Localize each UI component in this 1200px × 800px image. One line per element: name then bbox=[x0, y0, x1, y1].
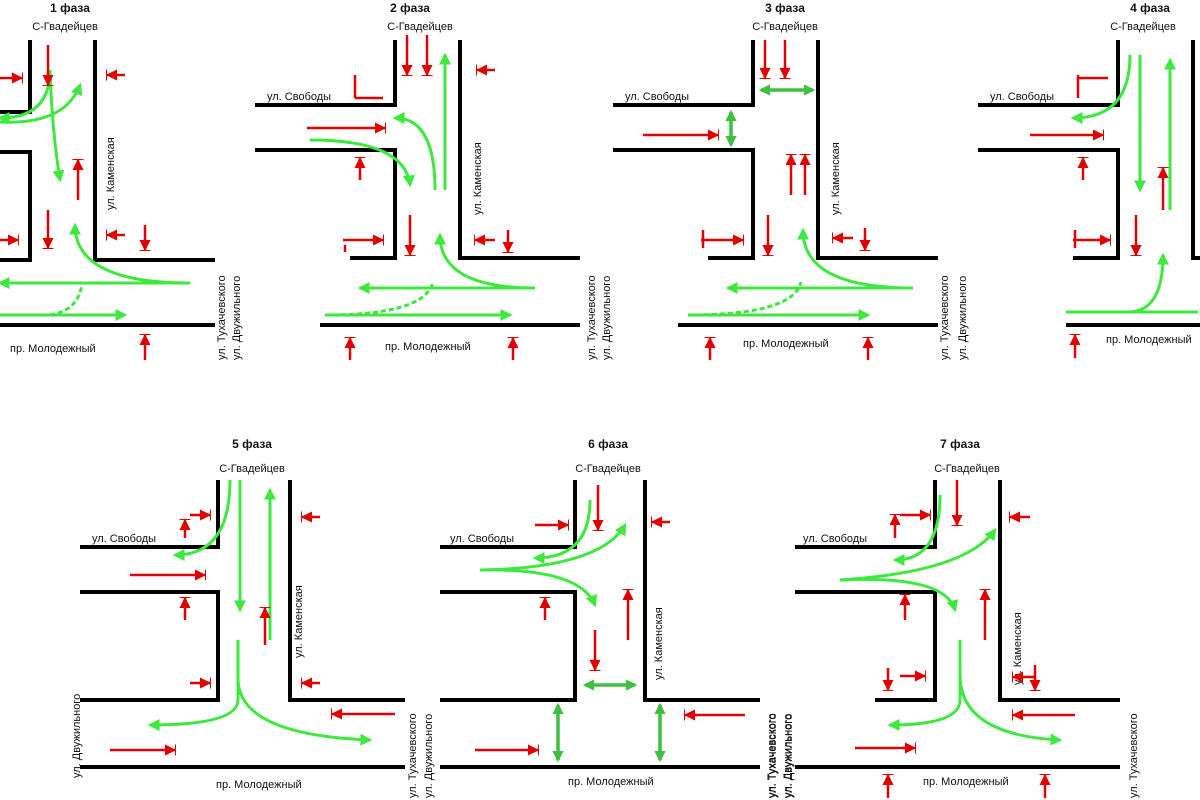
phase-title: 2 фаза bbox=[390, 1, 430, 15]
street-label-right-2: ул. Двужильного bbox=[231, 276, 243, 360]
pedestrian-moves bbox=[725, 84, 816, 148]
street-label-right-2: ул. Двужильного bbox=[783, 714, 795, 798]
street-label-bottom: пр. Молодежный bbox=[385, 341, 471, 353]
stop-signals bbox=[110, 515, 395, 750]
roads bbox=[978, 40, 1200, 327]
phase-title: 4 фаза bbox=[1130, 1, 1170, 15]
street-label-left: ул. Свободы bbox=[625, 91, 689, 103]
pedestrian-moves bbox=[552, 679, 666, 763]
street-label-right-1: ул. Тухачевского bbox=[407, 713, 419, 798]
phase-title: 3 фаза bbox=[765, 1, 805, 15]
street-label-right-2: ул. Двужильного bbox=[957, 276, 969, 360]
allowed-moves bbox=[1066, 54, 1198, 314]
street-label-right-2: ул. Двужильного bbox=[71, 694, 83, 778]
street-label-right-1: ул. Тухачевского bbox=[1128, 713, 1140, 798]
street-label-right-2: ул. Двужильного bbox=[601, 276, 613, 360]
street-label-middle: ул. Каменская bbox=[105, 137, 117, 210]
street-label-middle: ул. Каменская bbox=[472, 142, 484, 215]
street-label-north: С-Гвадейцев bbox=[575, 463, 641, 475]
stop-signals bbox=[855, 480, 1075, 798]
phase-2: 2 фаза С-Гвадейцев ул. Свободы ул. Камен… bbox=[255, 1, 613, 360]
phase-5: 5 фаза С-Гвадейцев ул. Свободы ул. Камен… bbox=[71, 437, 435, 798]
allowed-moves bbox=[479, 499, 627, 608]
stop-signals bbox=[0, 45, 145, 360]
roads bbox=[613, 40, 938, 327]
phase-title: 1 фаза bbox=[50, 1, 90, 15]
street-label-middle: ул. Каменская bbox=[1012, 612, 1024, 685]
roads bbox=[80, 480, 405, 769]
street-label-bottom: пр. Молодежный bbox=[568, 776, 654, 788]
street-label-left: ул. Свободы bbox=[990, 91, 1054, 103]
phase-4: 4 фаза С-Гвадейцев ул. Свободы ул. Тухач… bbox=[939, 1, 1200, 360]
street-label-bottom: пр. Молодежный bbox=[923, 776, 1009, 788]
roads bbox=[440, 480, 760, 769]
street-label-right-1: ул. Тухачевского bbox=[216, 275, 228, 360]
street-label-north: С-Гвадейцев bbox=[1110, 21, 1176, 33]
street-label-bottom: пр. Молодежный bbox=[743, 338, 829, 350]
street-label-left: ул. Свободы bbox=[803, 533, 867, 545]
phase-3: 3 фаза С-Гвадейцев ул. Свободы ул. Камен… bbox=[613, 1, 938, 360]
street-label-bottom: пр. Молодежный bbox=[216, 779, 302, 791]
street-label-north: С-Гвадейцев bbox=[387, 21, 453, 33]
stop-signals bbox=[1030, 75, 1163, 358]
street-label-middle: ул. Каменская bbox=[830, 142, 842, 215]
street-label-left: ул. Свободы bbox=[267, 91, 331, 103]
street-label-right-1: ул. Тухачевского bbox=[767, 713, 779, 798]
street-label-north: С-Гвадейцев bbox=[219, 463, 285, 475]
street-label-middle: ул. Каменская bbox=[653, 607, 665, 680]
street-label-left: ул. Свободы bbox=[92, 533, 156, 545]
street-label-right-1: ул. Тухачевского bbox=[586, 275, 598, 360]
phase-title: 7 фаза bbox=[940, 437, 980, 451]
street-label-right-2: ул. Двужильного bbox=[423, 714, 435, 798]
street-label-north: С-Гвадейцев bbox=[32, 21, 98, 33]
phase-7: 7 фаза С-Гвадейцев ул. Свободы ул. Камен… bbox=[766, 437, 1140, 798]
phase-title: 5 фаза bbox=[232, 437, 272, 451]
stop-signals bbox=[307, 35, 513, 360]
street-label-bottom: пр. Молодежный bbox=[1106, 334, 1192, 346]
street-label-middle: ул. Каменская bbox=[293, 585, 305, 658]
street-label-north: С-Гвадейцев bbox=[752, 21, 818, 33]
street-label-right-1: ул. Тухачевского bbox=[939, 275, 951, 360]
street-label-right-1: ул. Тухачевского bbox=[766, 713, 778, 798]
phase-6: 6 фаза С-Гвадейцев ул. Свободы ул. Камен… bbox=[440, 437, 795, 798]
stop-signals bbox=[475, 485, 745, 750]
phase-title: 6 фаза bbox=[588, 437, 628, 451]
roads bbox=[255, 40, 580, 327]
street-label-right-2: ул. Двужильного bbox=[782, 714, 794, 798]
street-label-bottom: пр. Молодежный bbox=[10, 343, 96, 355]
phase-1: 1 фаза С-Гвадейцев ул. Каменская ул. Тух… bbox=[0, 1, 243, 360]
allowed-moves bbox=[687, 227, 914, 321]
street-label-left: ул. Свободы bbox=[450, 533, 514, 545]
allowed-moves bbox=[309, 52, 536, 321]
roads bbox=[795, 480, 1120, 769]
stop-signals bbox=[643, 40, 868, 360]
street-label-north: С-Гвадейцев bbox=[934, 463, 1000, 475]
allowed-moves bbox=[839, 494, 1063, 746]
